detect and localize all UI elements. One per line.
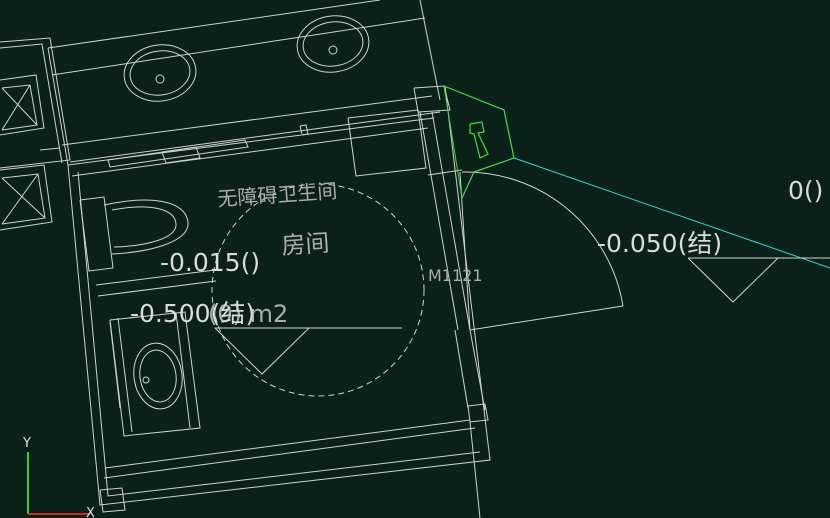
door-swing-arc[interactable] <box>459 171 624 331</box>
toilet-fixture[interactable] <box>79 196 189 272</box>
left-wall-block <box>0 37 71 231</box>
cyan-reference-line[interactable] <box>513 157 830 269</box>
elevation-marker-inner[interactable] <box>214 327 402 375</box>
washbasin-top-left[interactable] <box>120 40 199 105</box>
washbasin-lower[interactable] <box>130 340 187 412</box>
selected-door-hardware[interactable] <box>443 85 515 199</box>
area-text[interactable]: (0) m2 <box>208 300 288 328</box>
ucs-axis-icon: Y X <box>22 436 95 518</box>
inner-elevation-text[interactable]: -0.015() <box>160 248 260 277</box>
structural-elevation-inner-text[interactable]: -0.500(结) <box>130 299 255 328</box>
outer-elevation-text[interactable]: -0.050(结) <box>597 229 722 258</box>
room-label-text[interactable]: 房间 <box>280 229 330 260</box>
washbasin-top-right[interactable] <box>293 11 372 76</box>
door-tag-text[interactable]: M1121 <box>428 266 483 285</box>
x-axis-label: X <box>86 506 95 518</box>
y-axis-label: Y <box>22 436 31 451</box>
elevation-marker-outer[interactable] <box>687 257 830 303</box>
right-elevation-text[interactable]: 0() <box>788 176 823 205</box>
accessible-toilet-room-walls <box>67 85 491 518</box>
wheelchair-turning-circle[interactable] <box>211 183 425 397</box>
room-name-text[interactable]: 无障碍卫生间 <box>217 179 338 211</box>
